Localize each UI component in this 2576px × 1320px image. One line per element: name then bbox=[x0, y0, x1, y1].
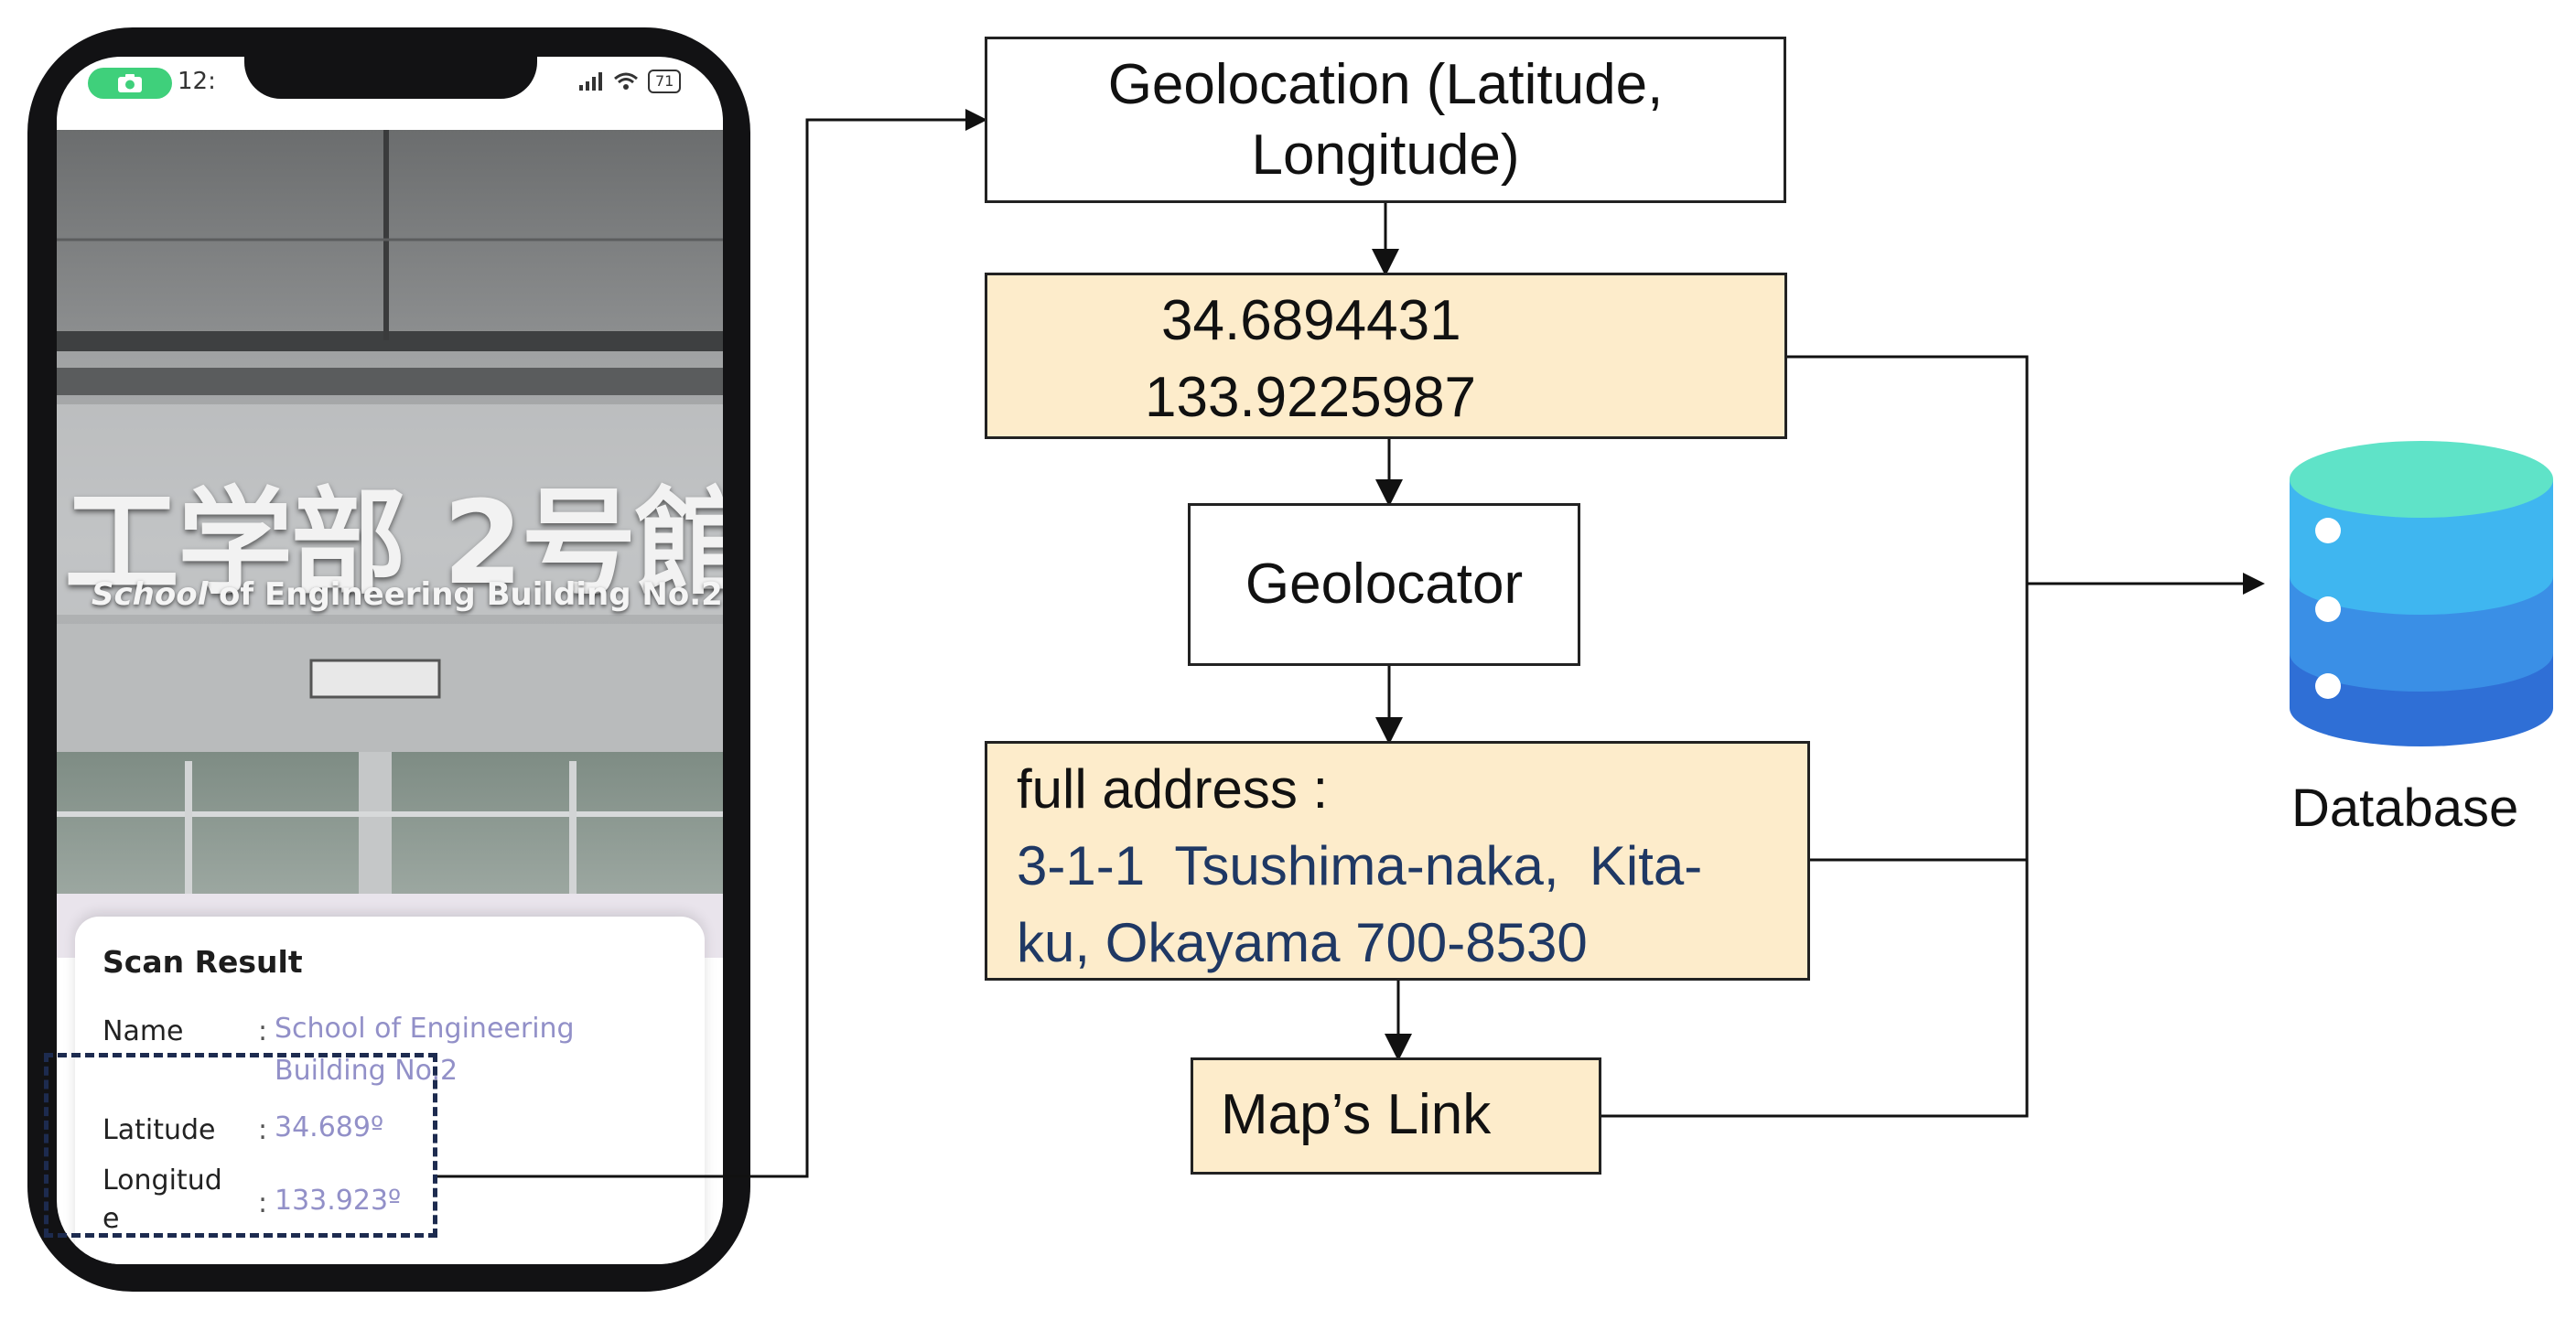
geolocation-line1: Geolocation (Latitude, bbox=[1107, 52, 1664, 116]
name-label: Name bbox=[102, 1015, 184, 1047]
wifi-icon bbox=[614, 72, 638, 90]
maps-link-box: Map’s Link bbox=[1191, 1057, 1601, 1175]
line-coords-to-bus bbox=[1601, 355, 2029, 1118]
arrow-phone-to-geolocation bbox=[437, 109, 987, 1178]
phone-screen: 工学部 2号館 School of Engineering Building N… bbox=[57, 57, 723, 1264]
geolocator-label: Geolocator bbox=[1245, 553, 1524, 617]
status-time: 12: bbox=[178, 68, 216, 95]
scan-result-title: Scan Result bbox=[102, 944, 303, 980]
coordinates-highlight-box bbox=[44, 1053, 437, 1238]
status-icons: 71 bbox=[578, 70, 682, 93]
camera-indicator bbox=[88, 68, 172, 99]
geolocation-line2: Longitude) bbox=[1251, 123, 1520, 187]
longitude-separator: : bbox=[258, 1187, 268, 1219]
full-address-box: full address : 3-1-1 Tsushima-naka, Kita… bbox=[985, 741, 1810, 981]
name-separator: : bbox=[258, 1015, 268, 1047]
signal-icon bbox=[579, 72, 602, 91]
battery-icon: 71 bbox=[648, 70, 682, 93]
phone-notch bbox=[244, 57, 537, 99]
database-label: Database bbox=[2291, 778, 2519, 838]
coordinates-longitude: 133.9225987 bbox=[1145, 366, 1477, 429]
coordinates-box: 34.6894431 133.9225987 bbox=[985, 273, 1787, 439]
latitude-separator: : bbox=[258, 1114, 268, 1146]
address-label: full address : bbox=[1017, 758, 1329, 820]
coordinates-latitude: 34.6894431 bbox=[1161, 289, 1461, 352]
name-value: School of Engineering Building No.2 bbox=[275, 1013, 575, 1087]
address-line2: ku, Okayama 700-8530 bbox=[1017, 912, 1588, 973]
longitude-value: 133.923º bbox=[275, 1185, 402, 1217]
scan-result-card: Scan Result Name : School of Engineering… bbox=[75, 917, 705, 1264]
maps-link-label: Map’s Link bbox=[1221, 1083, 1492, 1146]
address-line1: 3-1-1 Tsushima-naka, Kita- bbox=[1017, 835, 1703, 896]
building-sign-japanese: 工学部 2号館 bbox=[64, 476, 723, 610]
longitude-label: Longitud e bbox=[102, 1164, 222, 1235]
latitude-value: 34.689º bbox=[275, 1111, 384, 1143]
building-sign-english: School of Engineering Building No.2 bbox=[92, 576, 723, 613]
camera-icon bbox=[118, 74, 142, 92]
latitude-label: Latitude bbox=[102, 1114, 216, 1146]
geolocation-box: Geolocation (Latitude, Longitude) bbox=[985, 37, 1786, 203]
database-icon bbox=[2290, 441, 2553, 746]
geolocator-box: Geolocator bbox=[1188, 503, 1580, 666]
